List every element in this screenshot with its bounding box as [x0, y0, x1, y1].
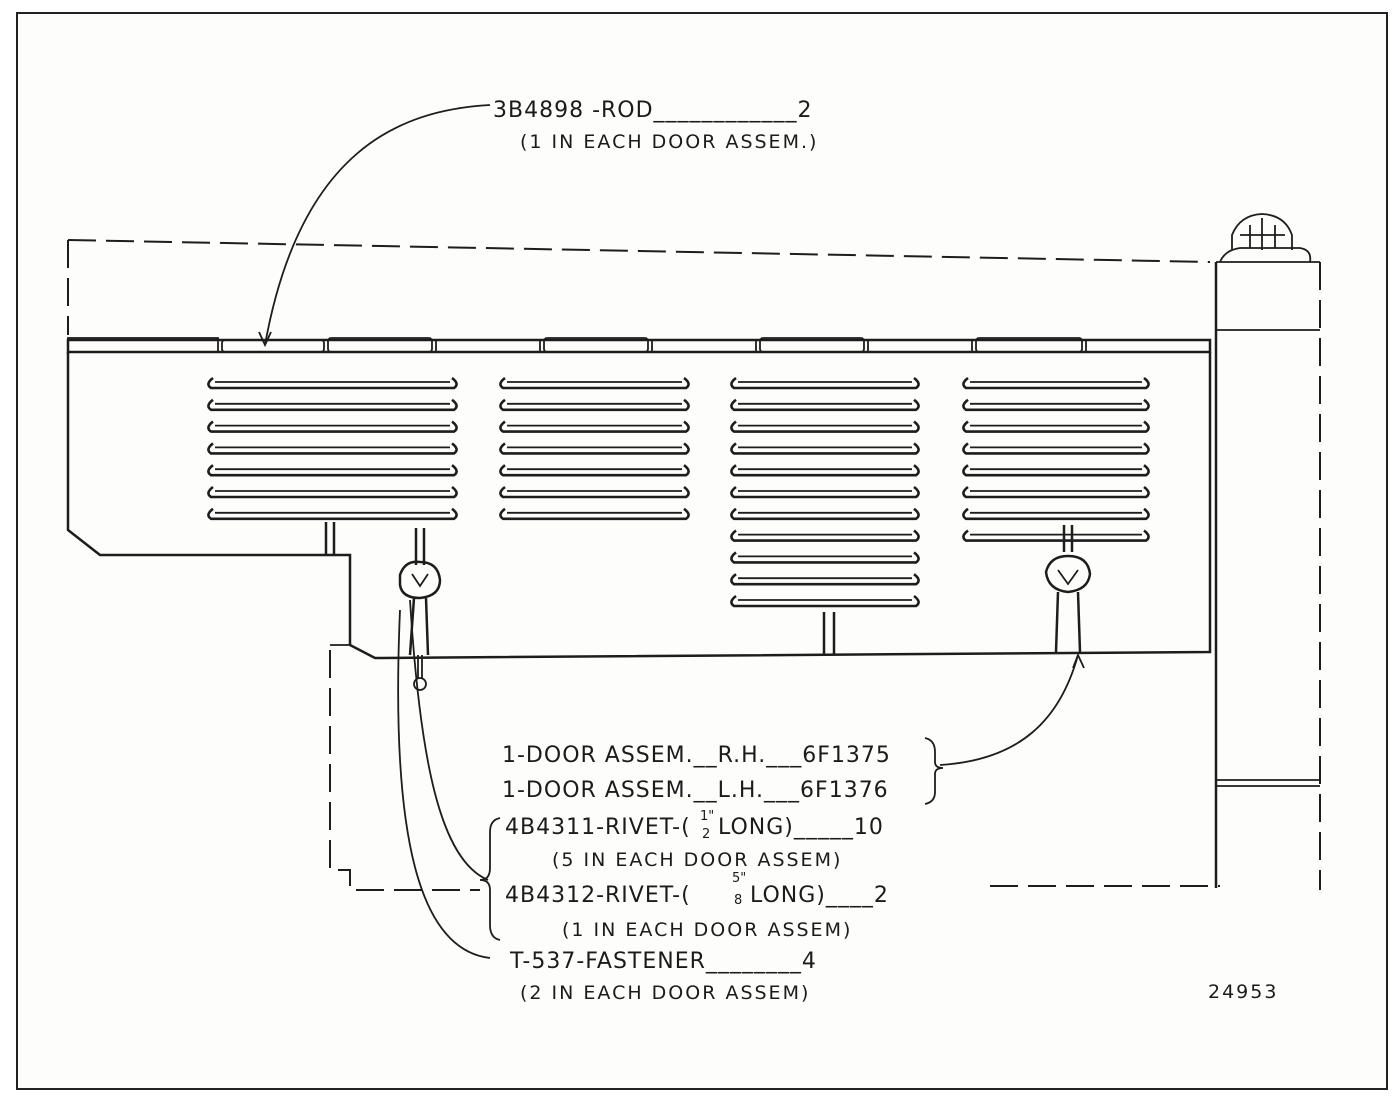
svg-text:4B4312-RIVET-(: 4B4312-RIVET-( [505, 883, 691, 908]
louver-slat [207, 464, 458, 477]
louver-slat [962, 420, 1150, 433]
louver-slat [730, 573, 920, 586]
louver-group-1 [207, 376, 458, 521]
fastener-note-label: (2 IN EACH DOOR ASSEM) [520, 982, 810, 1004]
louver-slat [499, 376, 690, 390]
drawing-frame [16, 12, 1388, 1090]
callout-fastener: T-537-FASTENER________4 (2 IN EACH DOOR … [509, 949, 817, 1004]
door-lh-label: 1-DOOR ASSEM.__L.H.___6F1376 [502, 778, 889, 803]
louver-slat [730, 398, 920, 412]
rivet-58-frac-num: 5" [732, 871, 746, 886]
louver-slat [962, 398, 1150, 412]
louver-group-3 [730, 376, 920, 608]
svg-text:4B4311-RIVET-(: 4B4311-RIVET-( [505, 815, 691, 840]
rivet-half-frac-num: 1" [700, 809, 714, 824]
right-pillar [1214, 247, 1320, 888]
louver-slat [962, 376, 1150, 390]
louver-slat [207, 485, 458, 499]
figure-number: 24953 [1208, 981, 1278, 1003]
louver-slat [207, 442, 458, 455]
louver-slat [207, 420, 458, 433]
louver-slat [730, 485, 920, 499]
louver-group-2 [499, 376, 690, 521]
rivet-58-frac-den: 8 [734, 893, 742, 908]
callout-rivet-five-eighths: 4B4312-RIVET-( 5" 8 LONG)____2 (1 IN EAC… [505, 871, 889, 941]
pillar-cap [1231, 213, 1293, 250]
louver-slat [207, 507, 458, 521]
louver-slat [730, 420, 920, 433]
callout-rivet-half: 4B4311-RIVET-( 1" 2 LONG)_____10 (5 IN E… [505, 809, 884, 871]
louver-slat [730, 551, 920, 564]
rivet-58-part: 4B4312-RIVET-( [505, 883, 691, 908]
phantom-outline [67, 239, 1321, 891]
louver-slat [499, 485, 690, 499]
louver-slat [730, 594, 920, 608]
louver-slat [962, 507, 1150, 521]
door-rh-label: 1-DOOR ASSEM.__R.H.___6F1375 [502, 743, 891, 768]
louver-slat [207, 398, 458, 412]
louver-group-4 [962, 376, 1150, 542]
brace-brackets [479, 737, 944, 941]
rivet-half-note: (5 IN EACH DOOR ASSEM) [552, 849, 842, 871]
louver-slat [730, 464, 920, 477]
callout-doors: 1-DOOR ASSEM.__R.H.___6F1375 1-DOOR ASSE… [502, 743, 891, 803]
rivet-half-frac-den: 2 [702, 827, 710, 842]
louver-slat [207, 376, 458, 390]
leader-lines [258, 104, 1085, 959]
louver-slat [962, 464, 1150, 477]
fastener-part-label: T-537-FASTENER________4 [509, 949, 817, 974]
louver-slat [962, 529, 1150, 542]
rivet-58-part-end: LONG)____2 [750, 883, 889, 908]
rivet-half-part-end: LONG)_____10 [718, 815, 884, 840]
louver-slat [499, 464, 690, 477]
louver-slat [962, 485, 1150, 499]
hinge-rod [67, 337, 1211, 353]
louver-slat [730, 442, 920, 455]
louver-slat [499, 398, 690, 412]
callout-rod: 3B4898 -ROD____________2 (1 IN EACH DOOR… [493, 98, 818, 153]
louver-slat [730, 529, 920, 542]
louver-slat [730, 376, 920, 390]
rod-part-label: 3B4898 -ROD____________2 [493, 98, 813, 123]
louver-slat [730, 507, 920, 521]
rivet-half-part: 4B4311-RIVET-( [505, 815, 691, 840]
louver-slat [962, 442, 1150, 455]
louver-slat [499, 507, 690, 521]
latch-posts [324, 522, 836, 655]
louver-slat [499, 442, 690, 455]
rod-note-label: (1 IN EACH DOOR ASSEM.) [520, 131, 818, 153]
rivet-58-note: (1 IN EACH DOOR ASSEM) [562, 919, 852, 941]
left-fastener [398, 528, 442, 691]
louver-slat [499, 420, 690, 433]
right-fastener [1044, 525, 1092, 653]
louver-groups [207, 376, 1150, 608]
